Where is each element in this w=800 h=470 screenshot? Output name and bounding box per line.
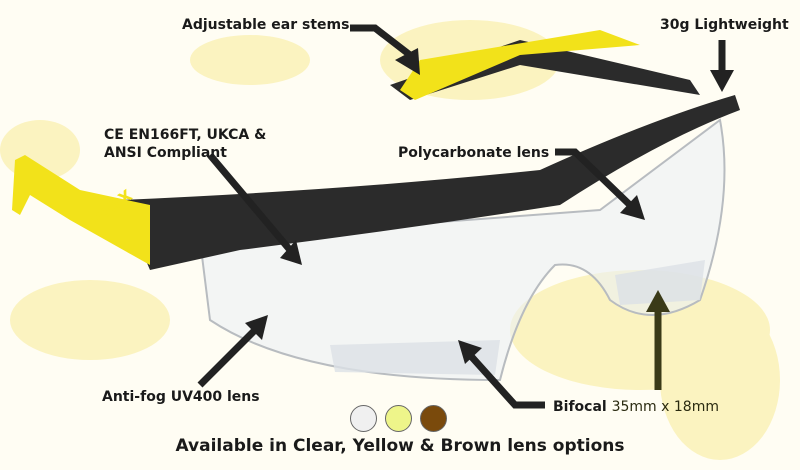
frame-bar [120,95,740,270]
callout-ear-stems: Adjustable ear stems [182,17,350,33]
callout-compliance: CE EN166FT, UKCA & ANSI Compliant [104,126,266,162]
callout-polycarbonate: Polycarbonate lens [398,145,550,161]
callout-bifocal: Bifocal 35mm x 18mm [553,398,719,416]
callout-weight: 30g Lightweight [660,17,789,33]
bifocal-size: 35mm x 18mm [611,399,719,415]
ear-stem-grip [400,30,640,100]
lens-options-text: Available in Clear, Yellow & Brown lens … [175,436,625,456]
swatch-yellow [385,405,412,432]
arrow-heads [245,48,734,364]
lens-color-swatches [350,405,447,432]
swatch-clear [350,405,377,432]
swatch-brown [420,405,447,432]
compliance-line-1: CE EN166FT, UKCA & [104,127,267,143]
bifocal-segment [330,340,500,375]
bifocal-label: Bifocal [553,399,607,415]
lens [198,118,726,382]
callout-antifog: Anti-fog UV400 lens [102,389,260,405]
ear-stem-left [12,155,150,265]
bifocal-segment [615,260,705,305]
compliance-line-2: ANSI Compliant [104,145,227,161]
callout-arrows [197,24,726,409]
